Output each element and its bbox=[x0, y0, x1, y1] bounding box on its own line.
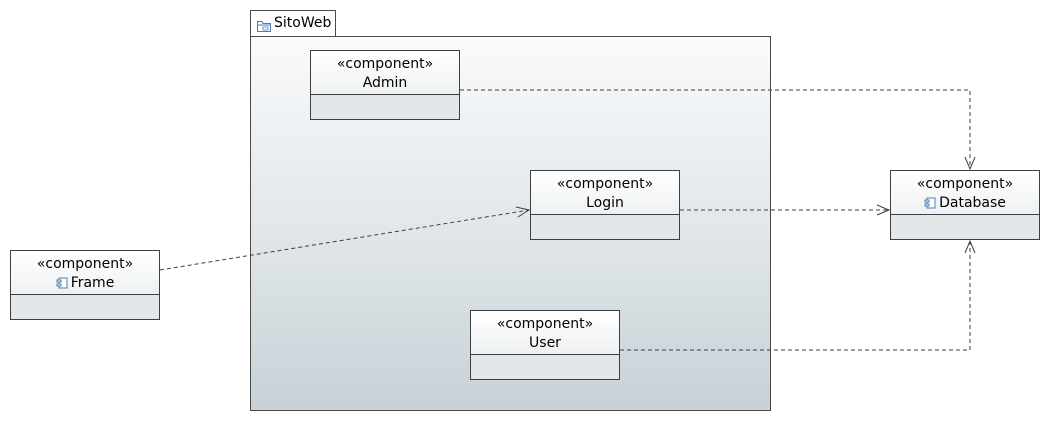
component-database[interactable]: «component» Database bbox=[890, 170, 1040, 240]
arrowhead-admin-database bbox=[964, 156, 976, 171]
component-name: Database bbox=[939, 195, 1006, 211]
component-name-row: User bbox=[471, 335, 619, 351]
package-name: SitoWeb bbox=[274, 15, 332, 31]
component-frame[interactable]: «component» Frame bbox=[10, 250, 160, 320]
stereotype-label: «component» bbox=[496, 316, 594, 332]
component-name: Frame bbox=[70, 275, 115, 291]
stereotype-label: «component» bbox=[36, 256, 134, 272]
component-header: «component» Database bbox=[891, 171, 1039, 215]
component-login[interactable]: «component» Login bbox=[530, 170, 680, 240]
component-header: «component» User bbox=[471, 311, 619, 355]
component-name-row: Database bbox=[891, 195, 1039, 213]
component-compartment bbox=[311, 95, 459, 119]
component-name: User bbox=[529, 335, 561, 351]
component-compartment bbox=[891, 215, 1039, 239]
component-icon bbox=[924, 197, 936, 213]
component-name: Admin bbox=[362, 75, 408, 91]
package-tab[interactable]: SitoWeb bbox=[250, 10, 336, 36]
arrowhead-login-database bbox=[876, 204, 891, 216]
component-compartment bbox=[11, 295, 159, 319]
stereotype-label: «component» bbox=[556, 176, 654, 192]
component-header: «component» Admin bbox=[311, 51, 459, 95]
component-admin[interactable]: «component» Admin bbox=[310, 50, 460, 120]
component-header: «component» Frame bbox=[11, 251, 159, 295]
component-compartment bbox=[531, 215, 679, 239]
component-name: Login bbox=[586, 195, 624, 211]
component-name-row: Frame bbox=[11, 275, 159, 293]
component-name-row: Admin bbox=[311, 75, 459, 91]
component-header: «component» Login bbox=[531, 171, 679, 215]
component-name-row: Login bbox=[531, 195, 679, 211]
component-user[interactable]: «component» User bbox=[470, 310, 620, 380]
component-icon bbox=[56, 277, 68, 293]
stereotype-label: «component» bbox=[336, 56, 434, 72]
component-compartment bbox=[471, 355, 619, 379]
package-folder-icon bbox=[257, 17, 271, 36]
stereotype-label: «component» bbox=[916, 176, 1014, 192]
arrowhead-user-database bbox=[964, 239, 976, 254]
